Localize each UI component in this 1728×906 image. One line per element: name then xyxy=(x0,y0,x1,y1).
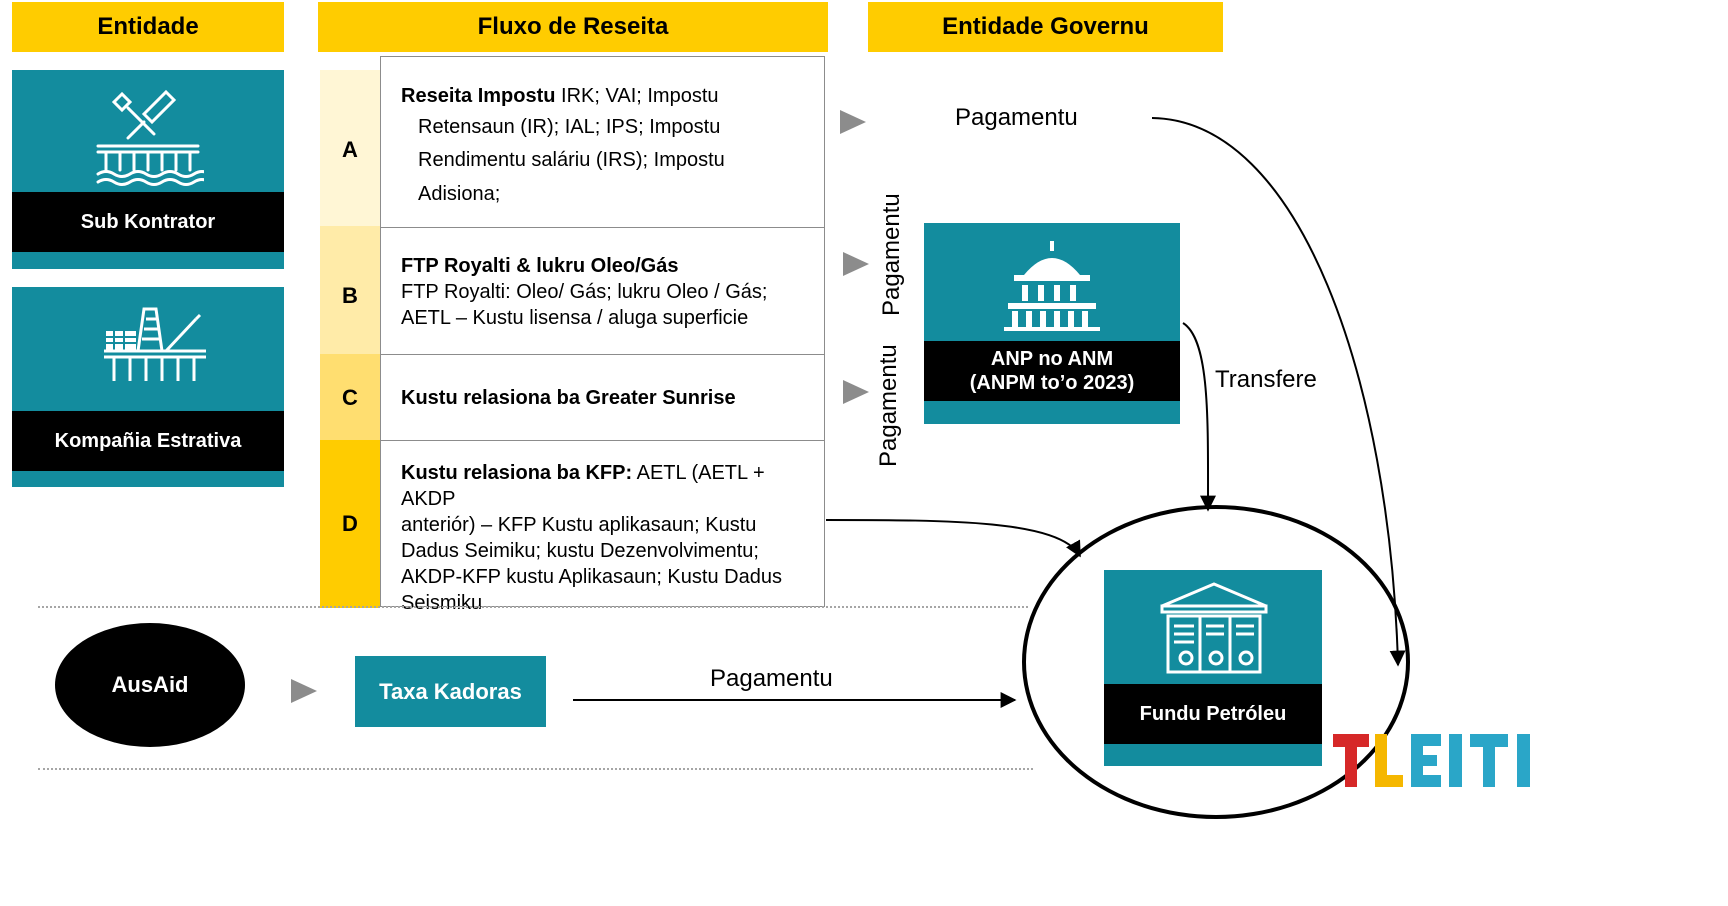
row-d xyxy=(380,440,825,607)
tools-pier-icon xyxy=(96,89,204,186)
entity-card-sub-kontrator: Sub Kontrator xyxy=(12,70,284,269)
row-d-line-2: anteriór) – KFP Kustu aplikasaun; Kustu xyxy=(401,514,757,536)
taxa-kadoras-box: Taxa Kadoras xyxy=(355,656,546,727)
separator-bottom xyxy=(38,768,1033,770)
row-a-title: Reseita Impostu xyxy=(401,85,556,107)
anp-label: ANP no ANM (ANPM to’o 2023) xyxy=(924,341,1180,401)
fundu-card: Fundu Petróleu xyxy=(1104,570,1322,766)
arrow-row-b xyxy=(843,252,869,276)
row-a xyxy=(380,56,825,228)
letter-bg-c xyxy=(320,354,380,440)
header-fluxo-de-reseita: Fluxo de Reseita xyxy=(318,2,828,52)
row-a-line-4: Adisiona; xyxy=(418,183,501,205)
row-a-line-2: Retensaun (IR); IAL; IPS; Impostu xyxy=(418,116,721,138)
arrow-pagamentu-to-fundu xyxy=(1151,117,1406,667)
row-d-line-1: AETL (AETL + AKDP xyxy=(401,462,765,510)
transfere-label: Transfere xyxy=(1215,366,1317,393)
row-d-title: Kustu relasiona ba KFP: xyxy=(401,462,633,484)
entity-card-kompania-estrativa: Kompañia Estrativa xyxy=(12,287,284,487)
entity-label-sub-kontrator: Sub Kontrator xyxy=(12,192,284,252)
arrow-row-c xyxy=(843,380,869,404)
row-a-line-1: IRK; VAI; Impostu xyxy=(561,85,719,107)
row-letter-d: D xyxy=(342,511,358,536)
header-entidade-governu: Entidade Governu xyxy=(868,2,1223,52)
taxa-kadoras-label: Taxa Kadoras xyxy=(379,678,522,704)
tleiti-logo xyxy=(1333,734,1530,787)
row-b-text: FTP Royalti & lukru Oleo/Gás FTP Royalti… xyxy=(401,253,811,331)
pagamentu-label-top: Pagamentu xyxy=(955,104,1078,131)
header-entidade: Entidade xyxy=(12,2,284,52)
letter-bg-a xyxy=(320,70,380,226)
entity-label-kompania-estrativa: Kompañia Estrativa xyxy=(12,411,284,471)
arrow-ausaid xyxy=(291,679,317,703)
ausaid-label: AusAid xyxy=(111,672,189,697)
anp-card: ANP no ANM (ANPM to’o 2023) xyxy=(924,223,1180,424)
row-d-line-5: Seismiku xyxy=(401,592,483,614)
pagamentu-label-bottom: Pagamentu xyxy=(710,665,833,692)
row-d-line-4: AKDP-KFP kustu Aplikasaun; Kustu Dadus xyxy=(401,566,782,588)
row-a-line-3: Rendimentu saláriu (IRS); Impostu xyxy=(418,149,725,171)
oil-platform-icon xyxy=(104,307,206,381)
row-c xyxy=(380,354,825,441)
row-d-text: Kustu relasiona ba KFP: AETL (AETL + AKD… xyxy=(401,460,811,616)
letter-bg-b xyxy=(320,226,380,354)
row-b xyxy=(380,227,825,355)
row-a-text: Reseita Impostu IRK; VAI; Impostu Retens… xyxy=(401,82,801,212)
arrow-row-a xyxy=(840,110,866,134)
arrow-transfere xyxy=(1182,322,1217,512)
separator-top xyxy=(38,606,1028,608)
government-building-icon xyxy=(1004,241,1100,331)
row-c-title: Kustu relasiona ba Greater Sunrise xyxy=(401,387,736,409)
row-b-line-2: AETL – Kustu lisensa / aluga superficie xyxy=(401,307,749,329)
row-letter-b: B xyxy=(342,283,358,308)
fundu-label: Fundu Petróleu xyxy=(1104,684,1322,744)
row-d-line-3: Dadus Seimiku; kustu Dezenvolvimentu; xyxy=(401,540,759,562)
row-b-line-1: FTP Royalti: Oleo/ Gás; lukru Oleo / Gás… xyxy=(401,281,768,303)
arrow-row-d-to-fundu xyxy=(825,519,1081,558)
row-letter-a: A xyxy=(342,137,358,162)
documents-building-icon xyxy=(1160,582,1268,674)
ausaid-ellipse: AusAid xyxy=(55,623,245,747)
row-b-title: FTP Royalti & lukru Oleo/Gás xyxy=(401,255,679,277)
row-letter-c: C xyxy=(342,385,358,410)
